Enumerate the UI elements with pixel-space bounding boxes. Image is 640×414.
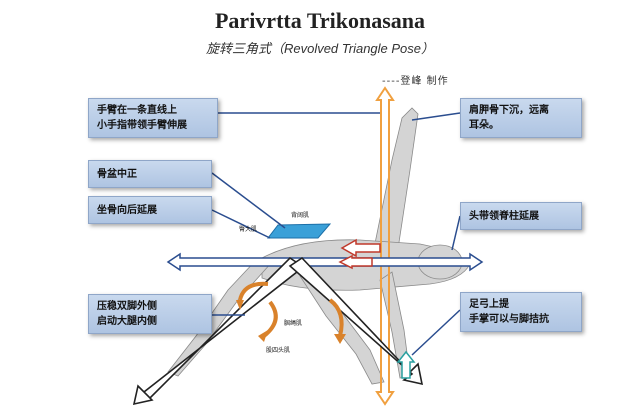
callout-arm-line-2: 小手指带领手臂伸展 [97,120,187,131]
horizontal-axis-arrow [166,252,484,272]
callout-leaders [211,112,461,356]
leg-arrows [132,256,424,406]
callout-hip-lift-line-1: 足弓上提 [469,299,509,310]
callout-shoulder-line-2: 耳朵。 [469,120,499,131]
spine-rotation-arrow [338,238,381,270]
callout-shoulder: 肩胛骨下沉，远离 耳朵。 [460,98,582,138]
rotation-arrowhead-1 [236,300,244,310]
back-muscle-label: 背阔肌 [291,212,310,219]
arch-lift-arrow [396,350,416,379]
callout-pelvis-text: 骨盆中正 [97,169,137,180]
callout-pelvis: 骨盆中正 [88,160,212,188]
glute-muscle-label: 臀大肌 [239,226,258,233]
body-figure [167,107,471,385]
callout-head: 头带领脊柱延展 [460,202,582,230]
callout-feet-line-2: 启动大腿内侧 [97,316,157,327]
pelvis-plane [266,223,332,239]
callout-arm-line-1: 手臂在一条直线上 [97,105,177,116]
callout-sitbone-text: 坐骨向后延展 [97,205,157,216]
vertical-axis-arrow [375,86,395,406]
page-subtitle: 旋转三角式（Revolved Triangle Pose） [205,41,435,56]
callout-arm: 手臂在一条直线上 小手指带领手臂伸展 [88,98,218,138]
callout-feet: 压稳双脚外侧 启动大腿内侧 [88,294,212,334]
quad-muscle-label: 股四头肌 [266,347,291,354]
callout-hip-lift-line-2: 手掌可以与脚拮抗 [469,314,549,325]
callout-head-text: 头带领脊柱延展 [469,211,539,222]
rotation-arrowhead-2 [258,330,268,342]
rotation-arrows [238,281,344,338]
callout-hip-lift: 足弓上提 手掌可以与脚拮抗 [460,292,582,332]
hamstring-muscle-label: 腘绳肌 [284,320,303,327]
author-credit: ----登峰 制作 [382,76,449,87]
rotation-arrowhead-3 [334,334,346,344]
callout-sitbone: 坐骨向后延展 [88,196,212,224]
callout-shoulder-line-1: 肩胛骨下沉，远离 [469,105,549,116]
callout-feet-line-1: 压稳双脚外侧 [97,301,157,312]
page-title: Parivrtta Trikonasana [214,8,426,33]
